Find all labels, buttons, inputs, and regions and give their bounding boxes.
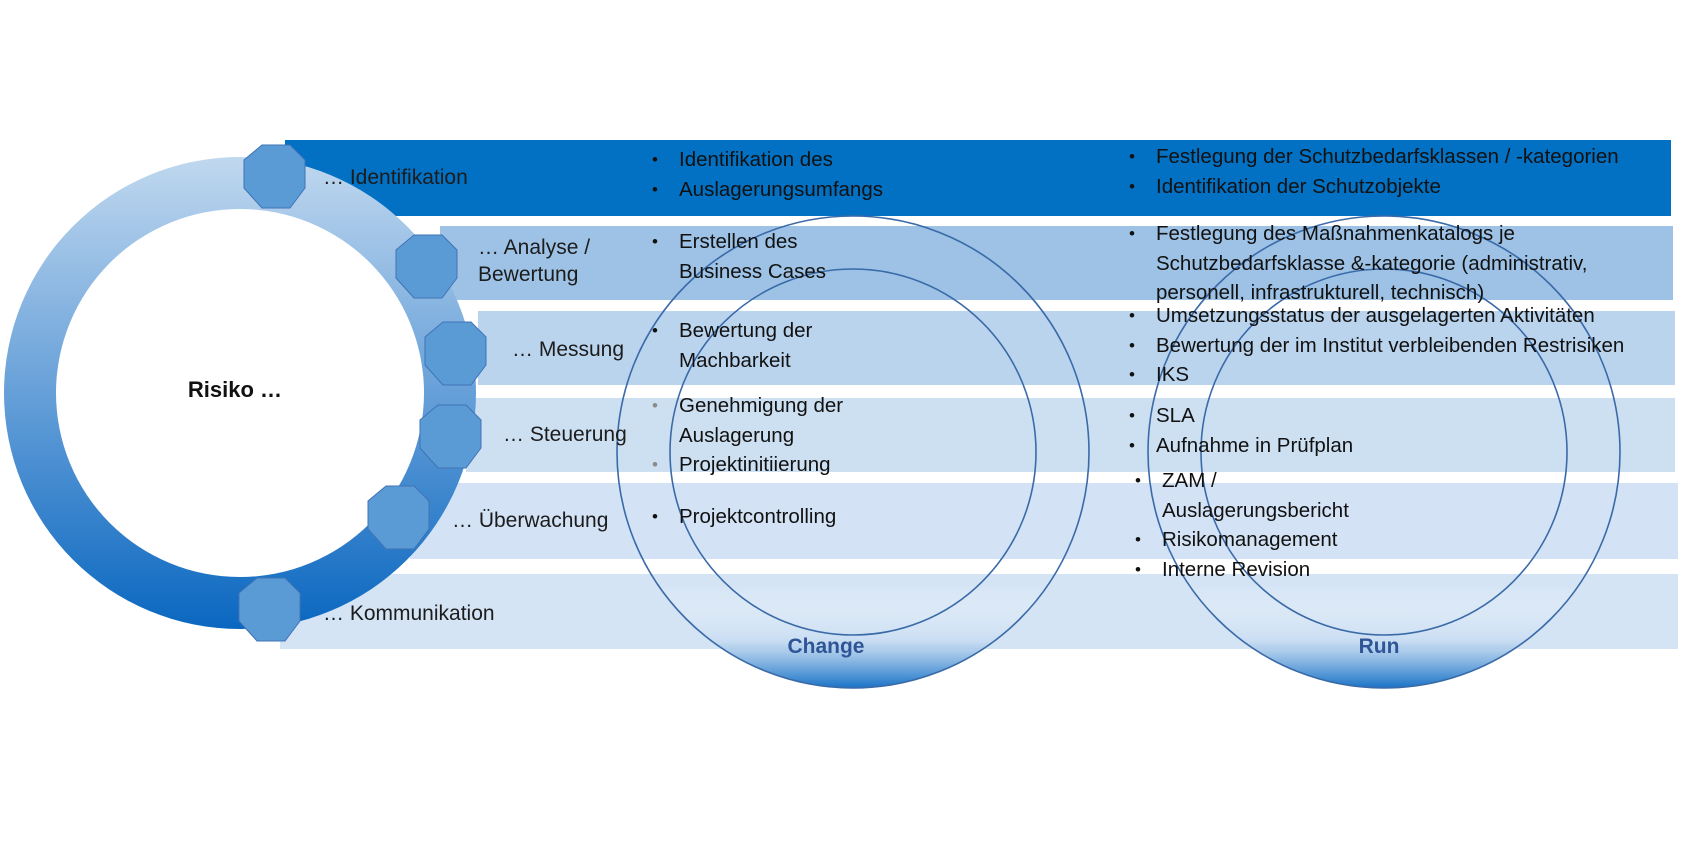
stage-label-kommunikation: … Kommunikation xyxy=(323,602,495,625)
octagon-analyse-icon xyxy=(395,234,458,299)
octagon-ueberwachung-icon xyxy=(367,485,430,550)
list-item: Bewertung der im Institut verbleibenden … xyxy=(1127,331,1687,361)
run-list-steuerung: SLA Aufnahme in Prüfplan xyxy=(1127,401,1427,460)
list-item: Festlegung der Schutzbedarfsklassen / -k… xyxy=(1127,142,1687,172)
list-item: Bewertung der Machbarkeit xyxy=(650,316,850,375)
run-list-analyse: Festlegung des Maßnahmenkatalogs je Schu… xyxy=(1127,219,1647,308)
list-item: Projektcontrolling xyxy=(650,502,910,532)
octagon-messung-icon xyxy=(424,321,487,386)
change-list-ueberwachung: Projektcontrolling xyxy=(650,502,910,532)
stage-label-identifikation: … Identifikation xyxy=(323,166,468,189)
list-item: Umsetzungsstatus der ausgelagerten Aktiv… xyxy=(1127,301,1687,331)
list-item: Interne Revision xyxy=(1133,555,1363,585)
change-list-messung: Bewertung der Machbarkeit xyxy=(650,316,850,375)
stage-label-ueberwachung: … Überwachung xyxy=(452,509,609,532)
list-item: Risikomanagement xyxy=(1133,525,1363,555)
stage-label-steuerung: … Steuerung xyxy=(503,423,627,446)
list-item: Auslagerungsumfangs xyxy=(650,175,910,205)
octagon-kommunikation-icon xyxy=(238,577,301,642)
octagon-steuerung-icon xyxy=(419,404,482,469)
change-list-identifikation: Identifikation des Auslagerungsumfangs xyxy=(650,145,910,204)
change-list-steuerung: Genehmigung der Auslagerung Projektiniti… xyxy=(650,391,860,480)
run-list-identifikation: Festlegung der Schutzbedarfsklassen / -k… xyxy=(1127,142,1687,201)
stage-label-analyse-bewertung: … Analyse / Bewertung xyxy=(478,236,591,286)
list-item: Festlegung des Maßnahmenkatalogs je Schu… xyxy=(1127,219,1647,308)
list-item: Aufnahme in Prüfplan xyxy=(1127,431,1427,461)
list-item: Genehmigung der Auslagerung xyxy=(650,391,860,450)
list-item: Projektinitiierung xyxy=(650,450,860,480)
change-caption: Change xyxy=(787,635,865,658)
list-item: IKS xyxy=(1127,360,1687,390)
run-caption: Run xyxy=(1358,635,1400,658)
run-list-ueberwachung: ZAM / Auslagerungsbericht Risikomanageme… xyxy=(1133,466,1363,584)
center-label: Risiko … xyxy=(187,377,283,402)
list-item: Identifikation der Schutzobjekte xyxy=(1127,172,1687,202)
stage-label-messung: … Messung xyxy=(512,338,625,361)
run-list-messung: Umsetzungsstatus der ausgelagerten Aktiv… xyxy=(1127,301,1687,390)
list-item: Identifikation des xyxy=(650,145,910,175)
change-list-analyse: Erstellen des Business Cases xyxy=(650,227,850,286)
list-item: ZAM / Auslagerungsbericht xyxy=(1133,466,1363,525)
risk-ring-inner xyxy=(56,209,424,577)
list-item: Erstellen des Business Cases xyxy=(650,227,850,286)
list-item: SLA xyxy=(1127,401,1427,431)
octagon-identifikation-icon xyxy=(243,144,306,209)
